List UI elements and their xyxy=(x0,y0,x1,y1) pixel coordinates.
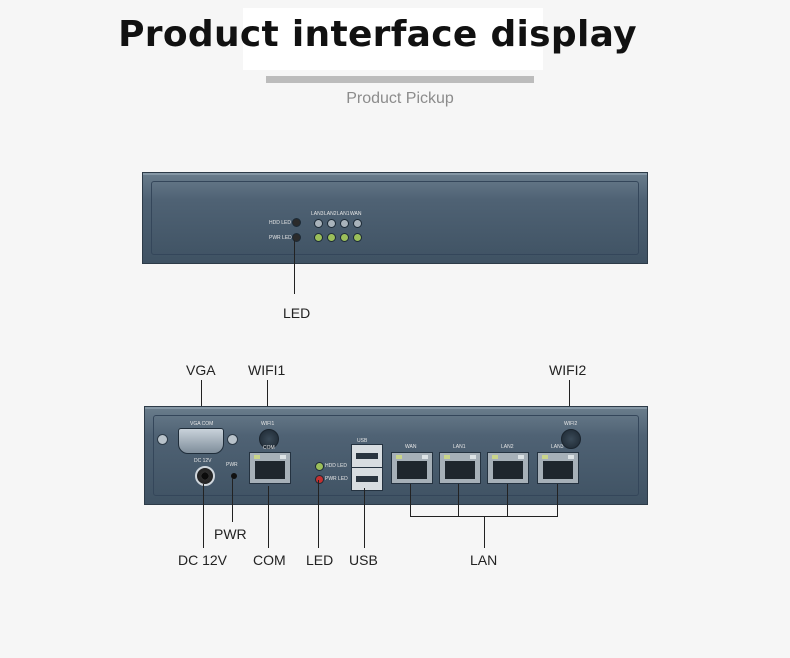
front-led-callout: LED xyxy=(283,305,311,321)
page-subtitle: Product Pickup xyxy=(346,90,454,107)
pwr-callout: PWR xyxy=(214,526,247,542)
front-port-led-top xyxy=(353,219,362,228)
lan2-port-icon xyxy=(487,452,529,484)
lan-bracket-lan1 xyxy=(458,484,459,516)
wifi1-callout-line xyxy=(267,380,268,420)
lan-bracket-lan2 xyxy=(507,484,508,516)
rear-panel-bezel xyxy=(153,415,639,496)
wifi1-callout: WIFI1 xyxy=(248,362,286,378)
front-port-led-top xyxy=(340,219,349,228)
usb-callout: USB xyxy=(349,552,378,568)
front-led-callout-line xyxy=(294,240,295,294)
lan-callout-line xyxy=(484,516,485,548)
lan1-port-icon xyxy=(439,452,481,484)
lan1-silk: LAN1 xyxy=(453,444,466,450)
front-hdd-led-text: HDD LED xyxy=(269,220,291,226)
front-port-led-top xyxy=(327,219,336,228)
wifi1-antenna-icon xyxy=(259,429,279,449)
dc12v-silk: DC 12V xyxy=(194,458,212,464)
vga-screw-right-icon xyxy=(227,434,238,445)
lan3-port-icon xyxy=(537,452,579,484)
lan-bracket-lan3 xyxy=(557,484,558,516)
com-callout: COM xyxy=(253,552,286,568)
vga-callout: VGA xyxy=(186,362,216,378)
usb-port-top-icon xyxy=(351,444,383,468)
front-hdd-led xyxy=(292,218,301,227)
usb-callout-line xyxy=(364,488,365,548)
front-port-led-bottom xyxy=(353,233,362,242)
rear-pwr-led-silk: PWR LED xyxy=(325,476,348,482)
power-button-icon xyxy=(231,473,237,479)
title-highlight-box xyxy=(243,8,543,70)
front-port-led-bottom xyxy=(340,233,349,242)
front-panel-bezel xyxy=(151,181,639,255)
front-pwr-led-text: PWR LED xyxy=(269,235,292,241)
usb-silk: USB xyxy=(357,438,368,444)
front-port-led-label: LAN2 xyxy=(324,211,337,217)
wan-port-icon xyxy=(391,452,433,484)
usb-port-bottom-icon xyxy=(351,467,383,491)
rear-led-callout: LED xyxy=(306,552,334,568)
rear-led-callout-line xyxy=(318,480,319,548)
front-pwr-led xyxy=(292,233,301,242)
wifi2-callout-line xyxy=(569,380,570,420)
wifi2-callout: WIFI2 xyxy=(549,362,587,378)
vga-screw-left-icon xyxy=(157,434,168,445)
com-callout-line xyxy=(268,486,269,548)
com-silk: COM xyxy=(263,445,275,451)
rear-pwr-led xyxy=(315,475,324,484)
pwr-silk: PWR xyxy=(226,462,238,468)
wifi2-silk: WIFI2 xyxy=(564,421,578,427)
com-port-icon xyxy=(249,452,291,484)
wifi1-silk: WIFI1 xyxy=(261,421,275,427)
lan3-silk: LAN3 xyxy=(551,444,564,450)
dc12v-callout-line xyxy=(203,484,204,548)
page-title: Product interface display xyxy=(118,14,637,55)
front-port-led-label: WAN xyxy=(350,211,362,217)
rear-hdd-led xyxy=(315,462,324,471)
front-port-led-label: LAN1 xyxy=(337,211,350,217)
wan-silk: WAN xyxy=(405,444,417,450)
dc12v-callout: DC 12V xyxy=(178,552,228,568)
rear-hdd-led-silk: HDD LED xyxy=(325,463,347,469)
vga-callout-line xyxy=(201,380,202,426)
vga-port-icon xyxy=(178,428,224,454)
pwr-callout-line xyxy=(232,478,233,522)
rear-panel-device: VGA COM WIFI1 DC 12V PWR COM HDD LED PWR… xyxy=(144,406,648,505)
front-port-led-top xyxy=(314,219,323,228)
vga-com-silk: VGA COM xyxy=(190,421,214,427)
front-port-led-label: LAN3 xyxy=(311,211,324,217)
front-port-led-bottom xyxy=(327,233,336,242)
front-panel-device: HDD LED PWR LED LAN3 LAN2 LAN1 WAN xyxy=(142,172,648,264)
lan-bracket-wan xyxy=(410,484,411,516)
lan-callout: LAN xyxy=(470,552,498,568)
front-port-led-bottom xyxy=(314,233,323,242)
dc-jack-icon xyxy=(195,466,215,486)
lan2-silk: LAN2 xyxy=(501,444,514,450)
wifi2-antenna-icon xyxy=(561,429,581,449)
title-divider-bar xyxy=(266,76,534,83)
